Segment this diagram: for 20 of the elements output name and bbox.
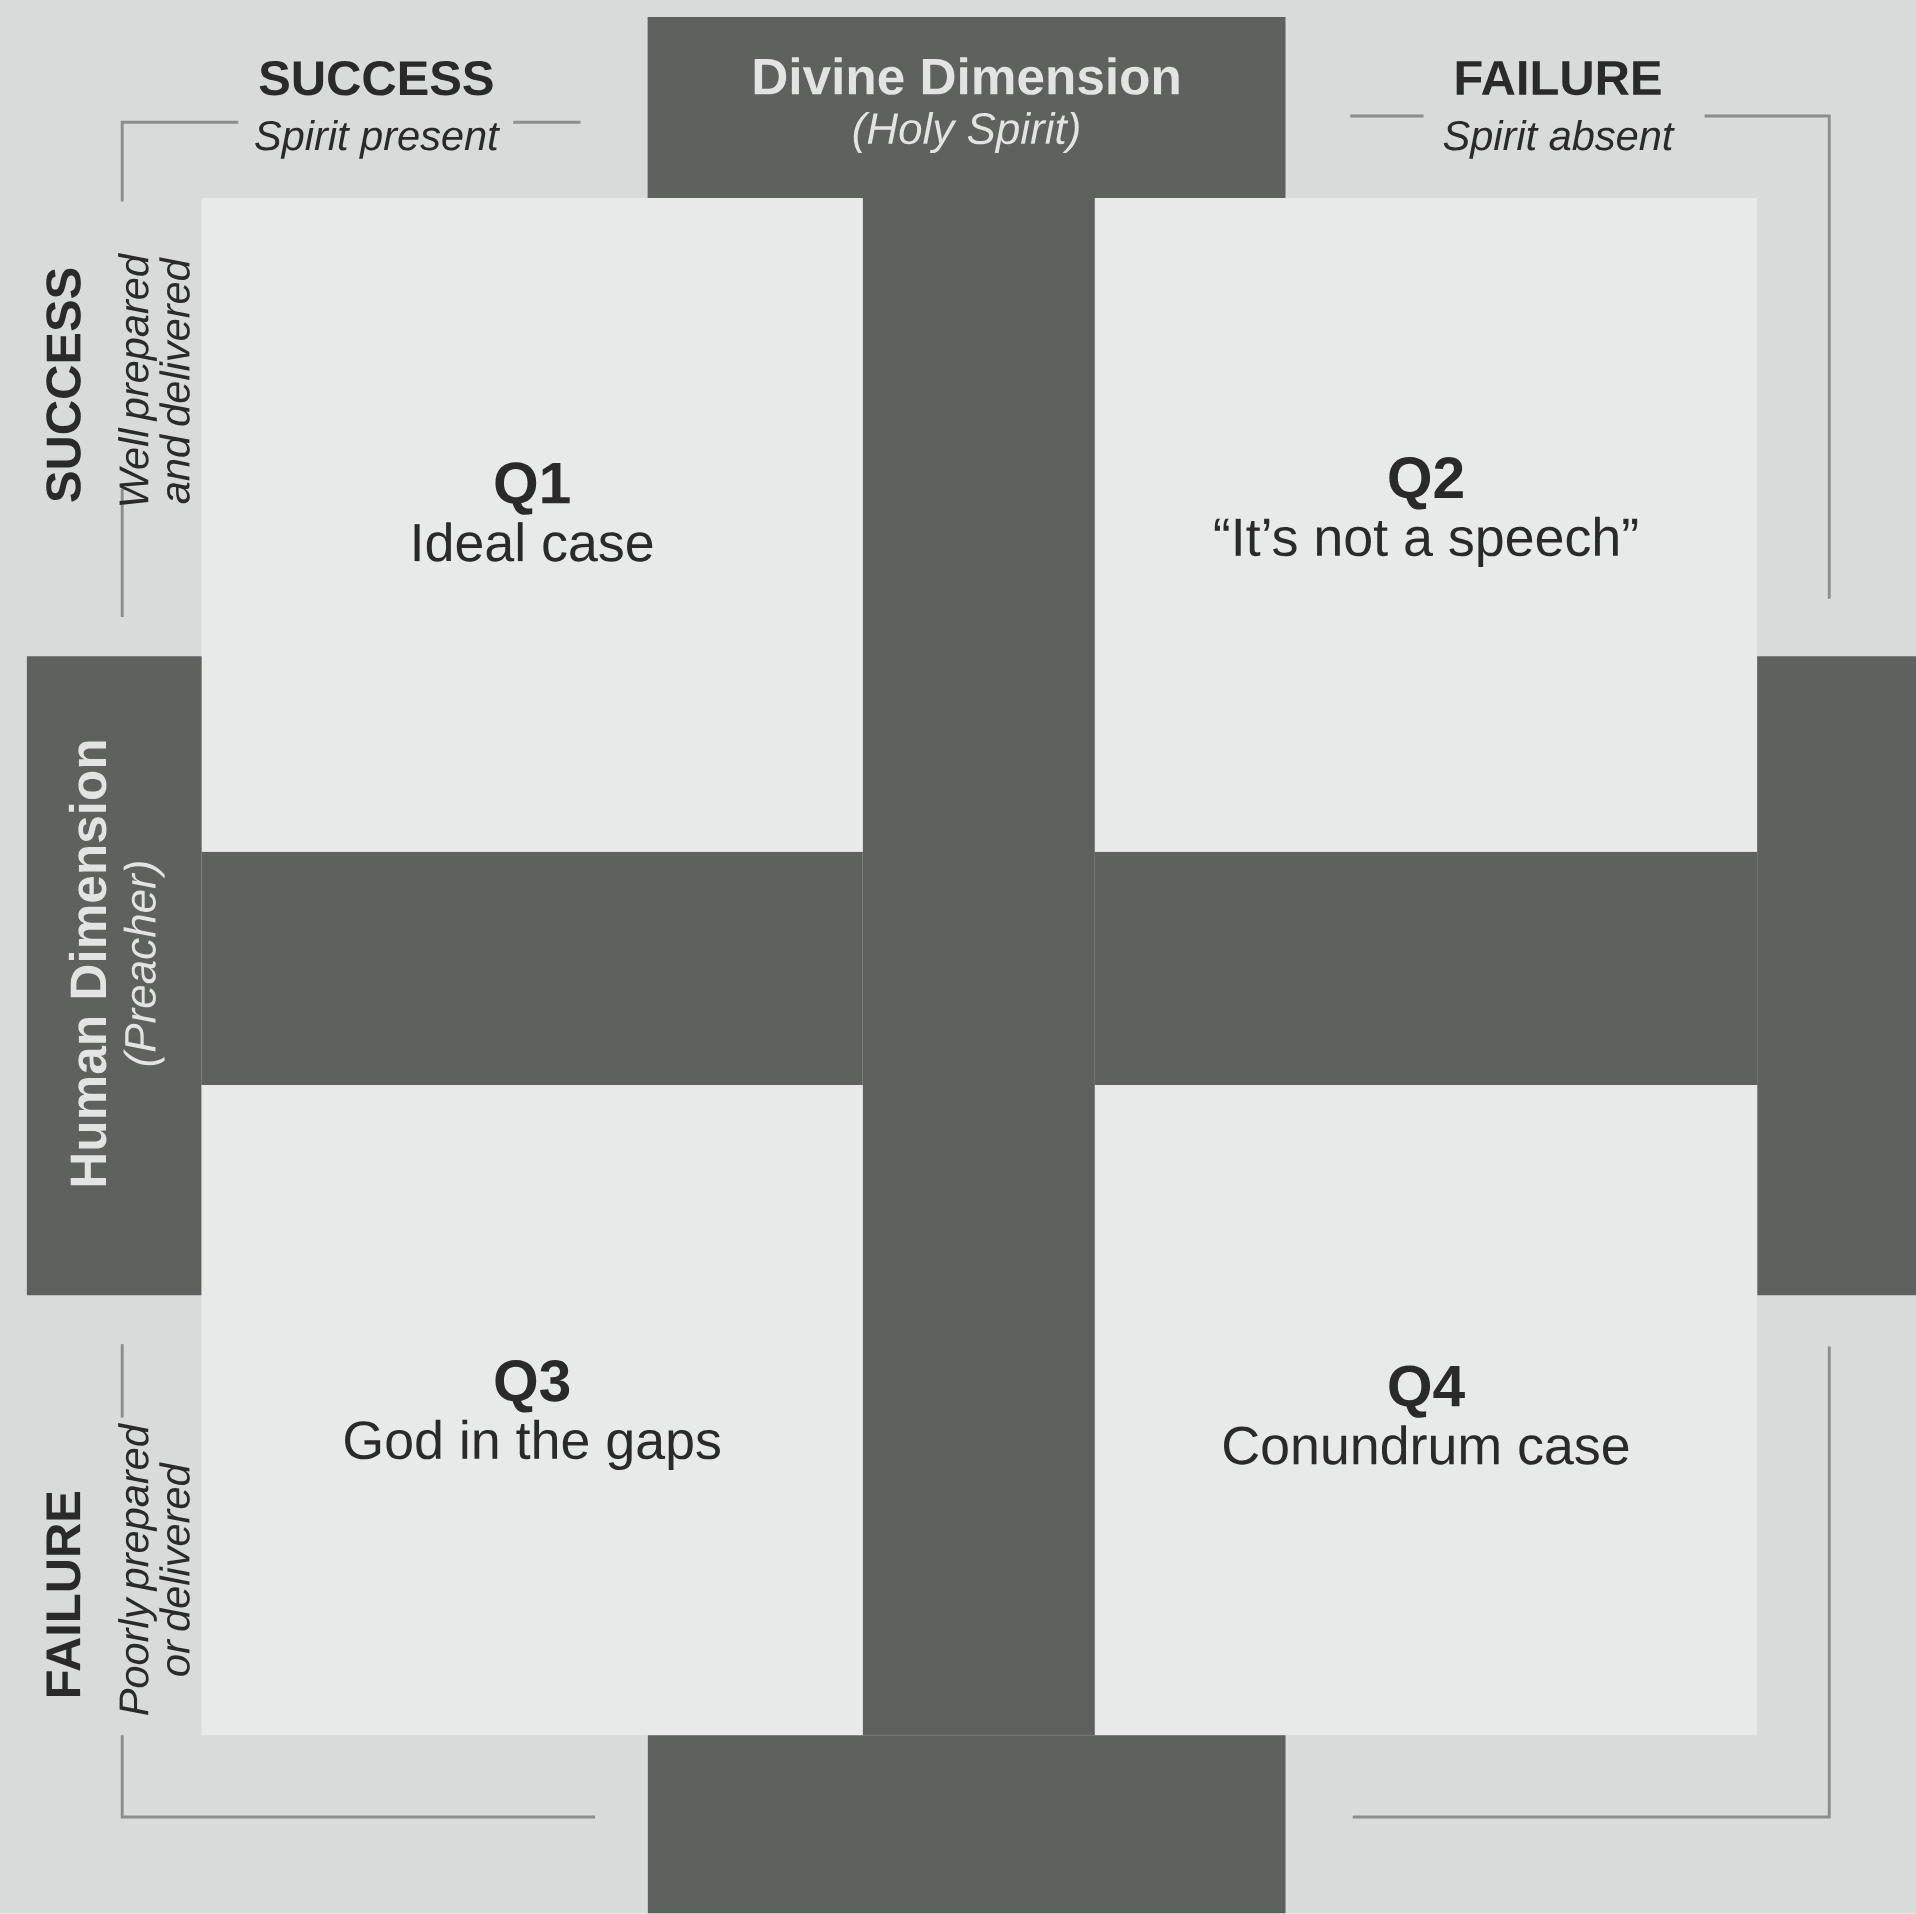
quadrant-label: Q4 Conundrum case bbox=[1224, 1365, 1629, 1465]
axis-heading: FAILURE bbox=[46, 1492, 81, 1697]
quadrant bbox=[1094, 1085, 1758, 1736]
quadrant-label: Q3 God in the gaps bbox=[345, 1360, 720, 1471]
bar-box bbox=[1757, 656, 1916, 1296]
axis-heading: SUCCESS bbox=[46, 268, 81, 502]
axis-note: Spirit absent bbox=[1443, 120, 1675, 159]
quadrant bbox=[201, 198, 863, 852]
quadrant bbox=[1094, 198, 1758, 852]
quadrant-label: Q1 Ideal case bbox=[414, 462, 653, 562]
axis-note: Spirit present bbox=[255, 120, 501, 159]
bar-box bbox=[647, 1735, 1286, 1914]
axis-heading: SUCCESS bbox=[259, 61, 493, 96]
dimension-label: Divine Dimension (Holy Spirit) bbox=[754, 57, 1179, 154]
dimension-label: Human Dimension (Preacher) bbox=[68, 741, 165, 1186]
dimension-box bbox=[647, 17, 1286, 199]
quadrant-label: Q2 “It’s not a speech” bbox=[1214, 457, 1638, 568]
dimension-box bbox=[26, 656, 202, 1296]
quadrant bbox=[201, 1085, 863, 1736]
axis-heading: FAILURE bbox=[1456, 61, 1661, 96]
